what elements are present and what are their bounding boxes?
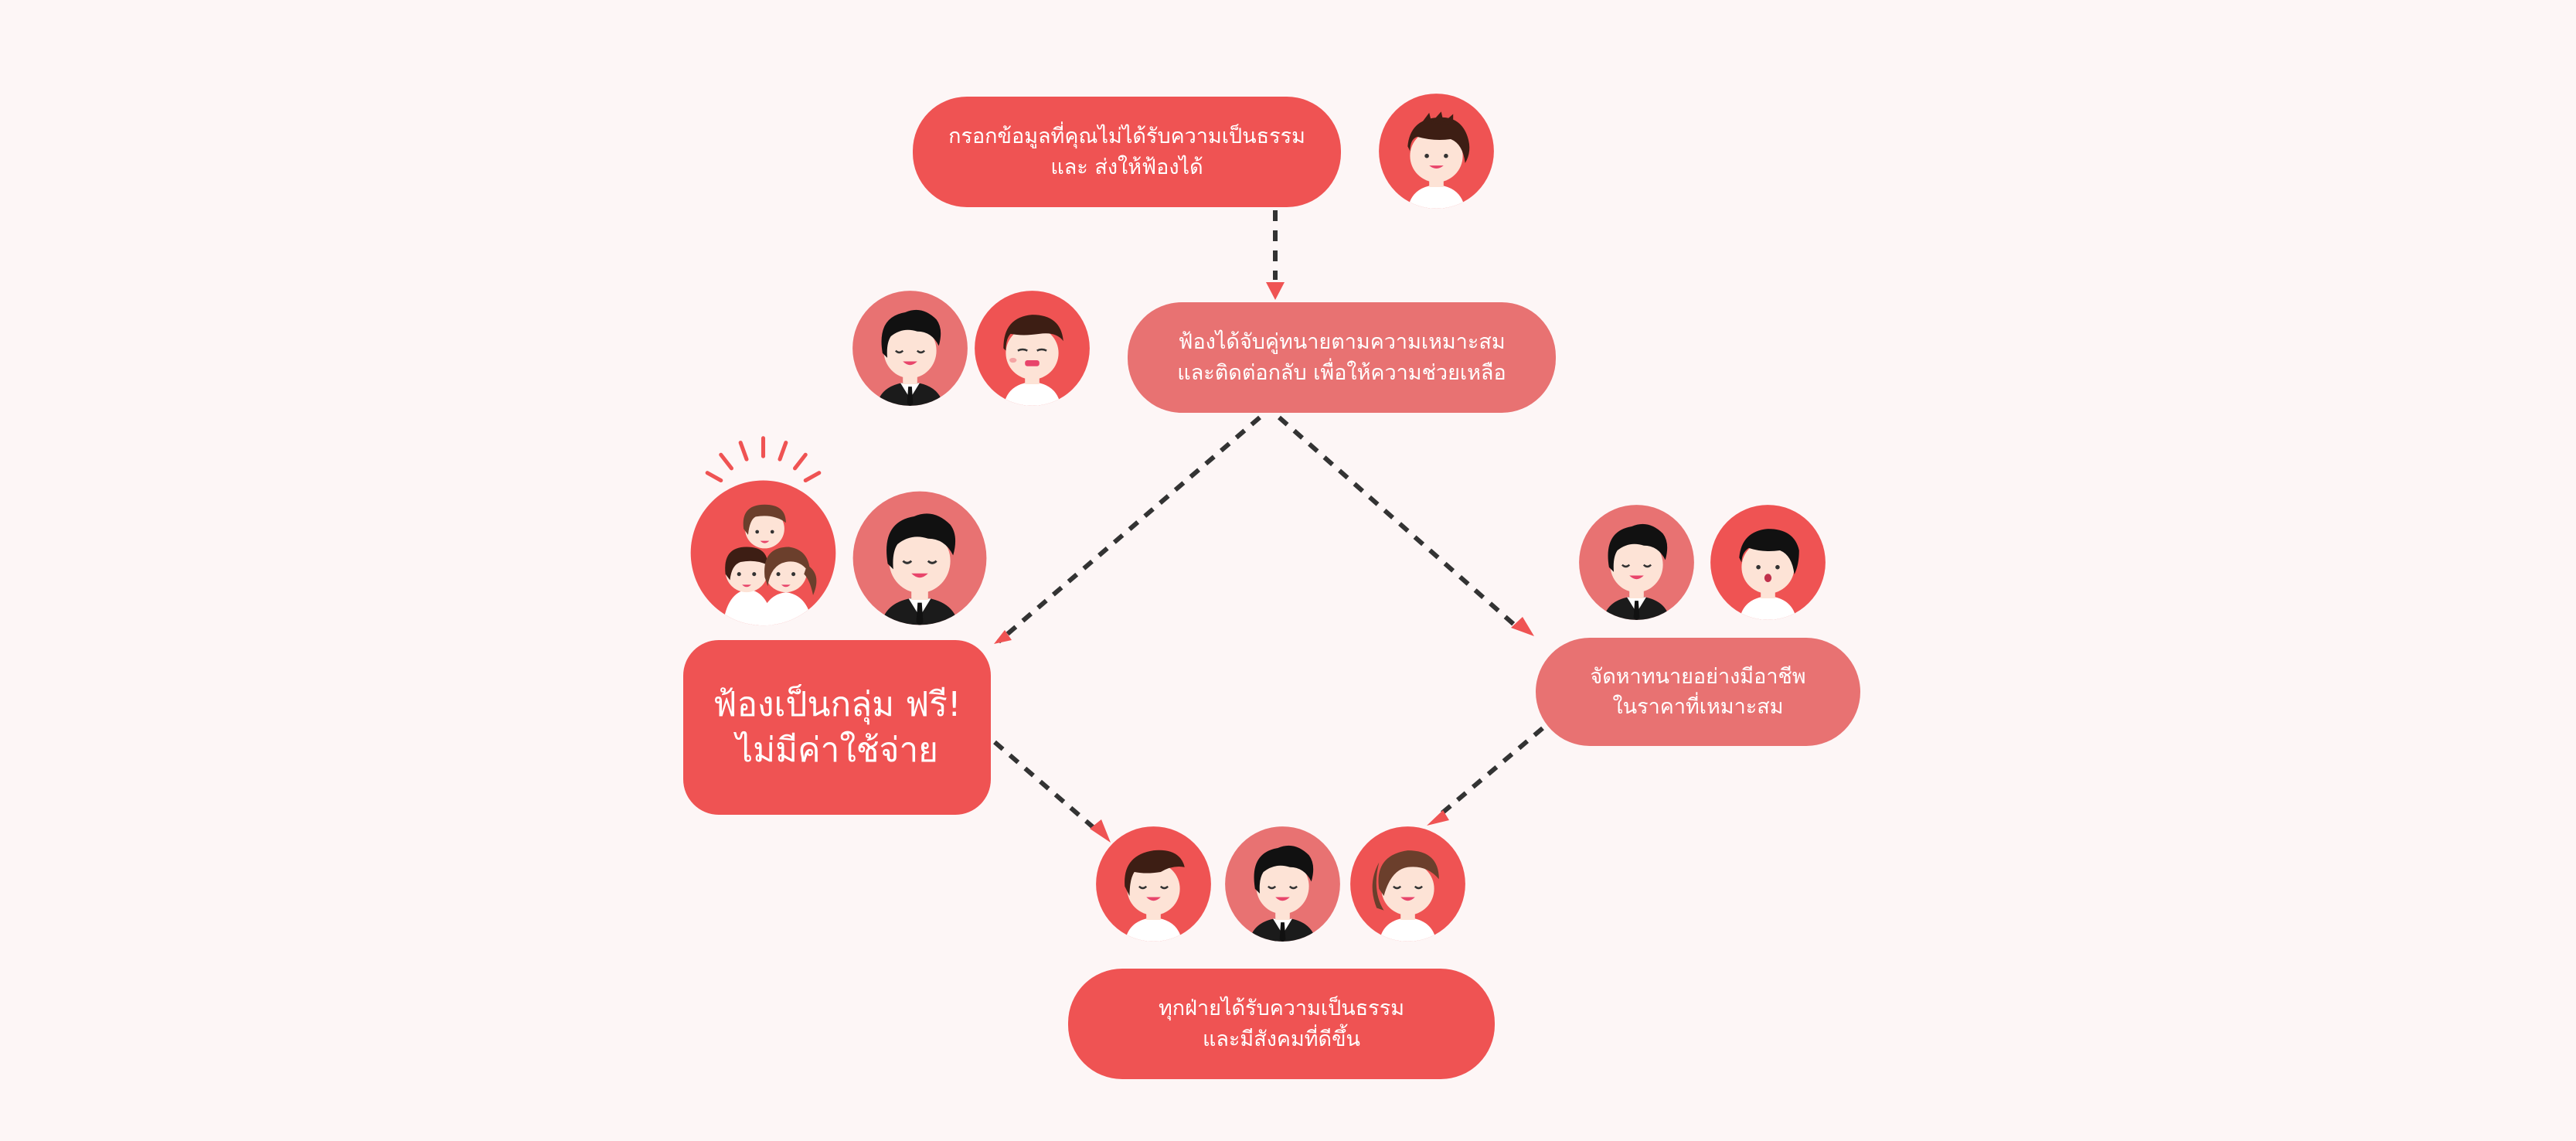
lawyer-avatar-icon [850, 288, 970, 408]
step-box-group-lawsuit: ฟ้องเป็นกลุ่ม ฟรี! ไม่มีค่าใช้จ่าย [683, 640, 991, 815]
connector-line [997, 415, 1261, 644]
arrowhead-icon [994, 630, 1012, 644]
arrowhead-icon [1511, 617, 1534, 636]
step-box-submit-complaint: กรอกข้อมูลที่คุณไม่ได้รับความเป็นธรรม แล… [913, 97, 1341, 207]
connector-match-to-hire [1278, 415, 1534, 636]
user-avatar-icon [1708, 502, 1828, 622]
group-avatar-icon [680, 429, 846, 630]
lawyer-avatar-icon [1577, 502, 1696, 622]
arrowhead-icon [1427, 810, 1449, 826]
woman-avatar-icon [1348, 824, 1468, 944]
step-text-line: ไม่มีค่าใช้จ่าย [736, 731, 938, 770]
user-avatar-icon [972, 288, 1092, 408]
lawyer-avatar-icon [850, 489, 989, 628]
connector-line [993, 740, 1099, 833]
step-text-line: และมีสังคมที่ดีขึ้น [1202, 1027, 1361, 1051]
step-box-hire-lawyer: จัดหาทนายอย่างมีอาชีพ ในราคาที่เหมาะสม [1536, 638, 1860, 746]
step-text-line: ทุกฝ่ายได้รับความเป็นธรรม [1159, 996, 1404, 1021]
connector-hire-to-justice [1427, 726, 1544, 826]
connector-line [1438, 726, 1544, 818]
connector-submit-to-match [1266, 210, 1285, 300]
step-text-line: กรอกข้อมูลที่คุณไม่ได้รับความเป็นธรรม [948, 124, 1305, 149]
step-text-line: และ ส่งให้ฟ้องได้ [1050, 155, 1203, 179]
step-box-match-lawyer: ฟ้องได้จับคู่ทนายตามความเหมาะสม และติดต่… [1128, 302, 1556, 413]
user-avatar-icon [1376, 91, 1496, 211]
step-text-line: ในราคาที่เหมาะสม [1612, 695, 1784, 719]
lawyer-avatar-icon [1223, 824, 1342, 944]
connector-match-to-group [994, 415, 1261, 644]
step-text-line: ฟ้องเป็นกลุ่ม ฟรี! [713, 684, 961, 724]
step-text-line: และติดต่อกลับ เพื่อให้ความช่วยเหลือ [1177, 360, 1506, 385]
connector-line [1278, 415, 1521, 632]
user-avatar-icon [1094, 824, 1213, 944]
arrowhead-icon [1266, 282, 1285, 300]
step-box-justice-for-all: ทุกฝ่ายได้รับความเป็นธรรม และมีสังคมที่ด… [1068, 969, 1495, 1079]
step-text-line: จัดหาทนายอย่างมีอาชีพ [1590, 664, 1806, 689]
step-text-line: ฟ้องได้จับคู่ทนายตามความเหมาะสม [1178, 330, 1506, 355]
connector-group-to-justice [993, 740, 1111, 843]
arrowhead-icon [1090, 819, 1111, 843]
